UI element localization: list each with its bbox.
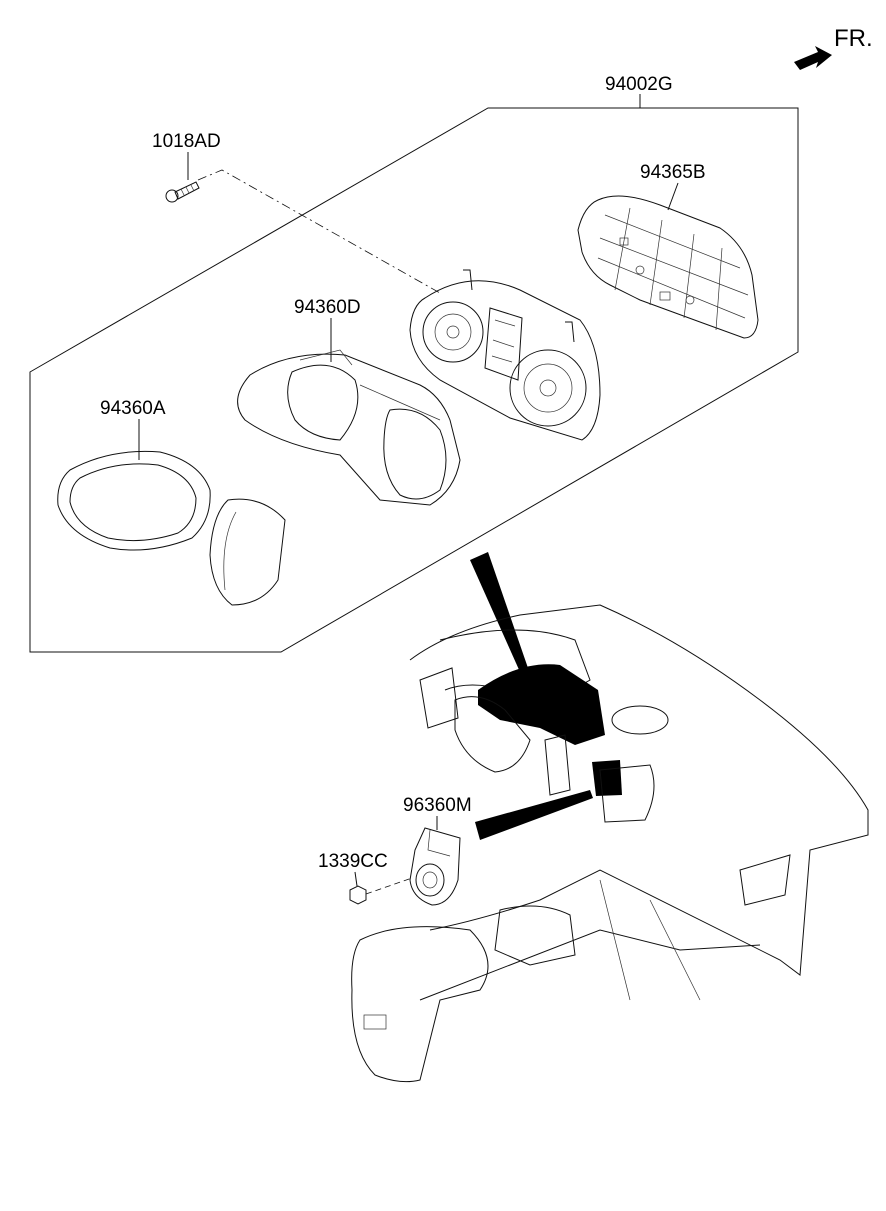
screw-alignment-line (197, 169, 441, 294)
nut-alignment-line (365, 877, 413, 895)
front-arrow-icon (794, 46, 832, 70)
label-switch-bracket: 96360M (403, 795, 472, 816)
switch-bracket-part (409, 827, 461, 906)
label-front-hood: 94360A (100, 398, 166, 419)
screw-part (165, 181, 200, 203)
location-pointer-upper (470, 552, 528, 672)
label-cluster-lens-hood: 94360D (294, 297, 361, 318)
label-back-cover: 94365B (640, 162, 706, 183)
nut-part (349, 885, 367, 905)
dashboard-part (351, 604, 869, 1083)
instrument-cluster-part (409, 269, 601, 441)
location-pointer-lower (475, 790, 593, 840)
leader-back-cover (667, 182, 679, 211)
label-screw: 1018AD (152, 131, 221, 152)
label-nut: 1339CC (318, 851, 388, 872)
label-assembly: 94002G (605, 74, 673, 95)
front-hood-part (57, 450, 286, 606)
assembly-boundary (29, 107, 799, 653)
cluster-lens-hood-part (237, 349, 461, 506)
front-direction-indicator: FR. (794, 25, 873, 70)
leader-nut (354, 871, 358, 887)
back-cover-part (577, 195, 759, 339)
front-label: FR. (834, 25, 873, 52)
